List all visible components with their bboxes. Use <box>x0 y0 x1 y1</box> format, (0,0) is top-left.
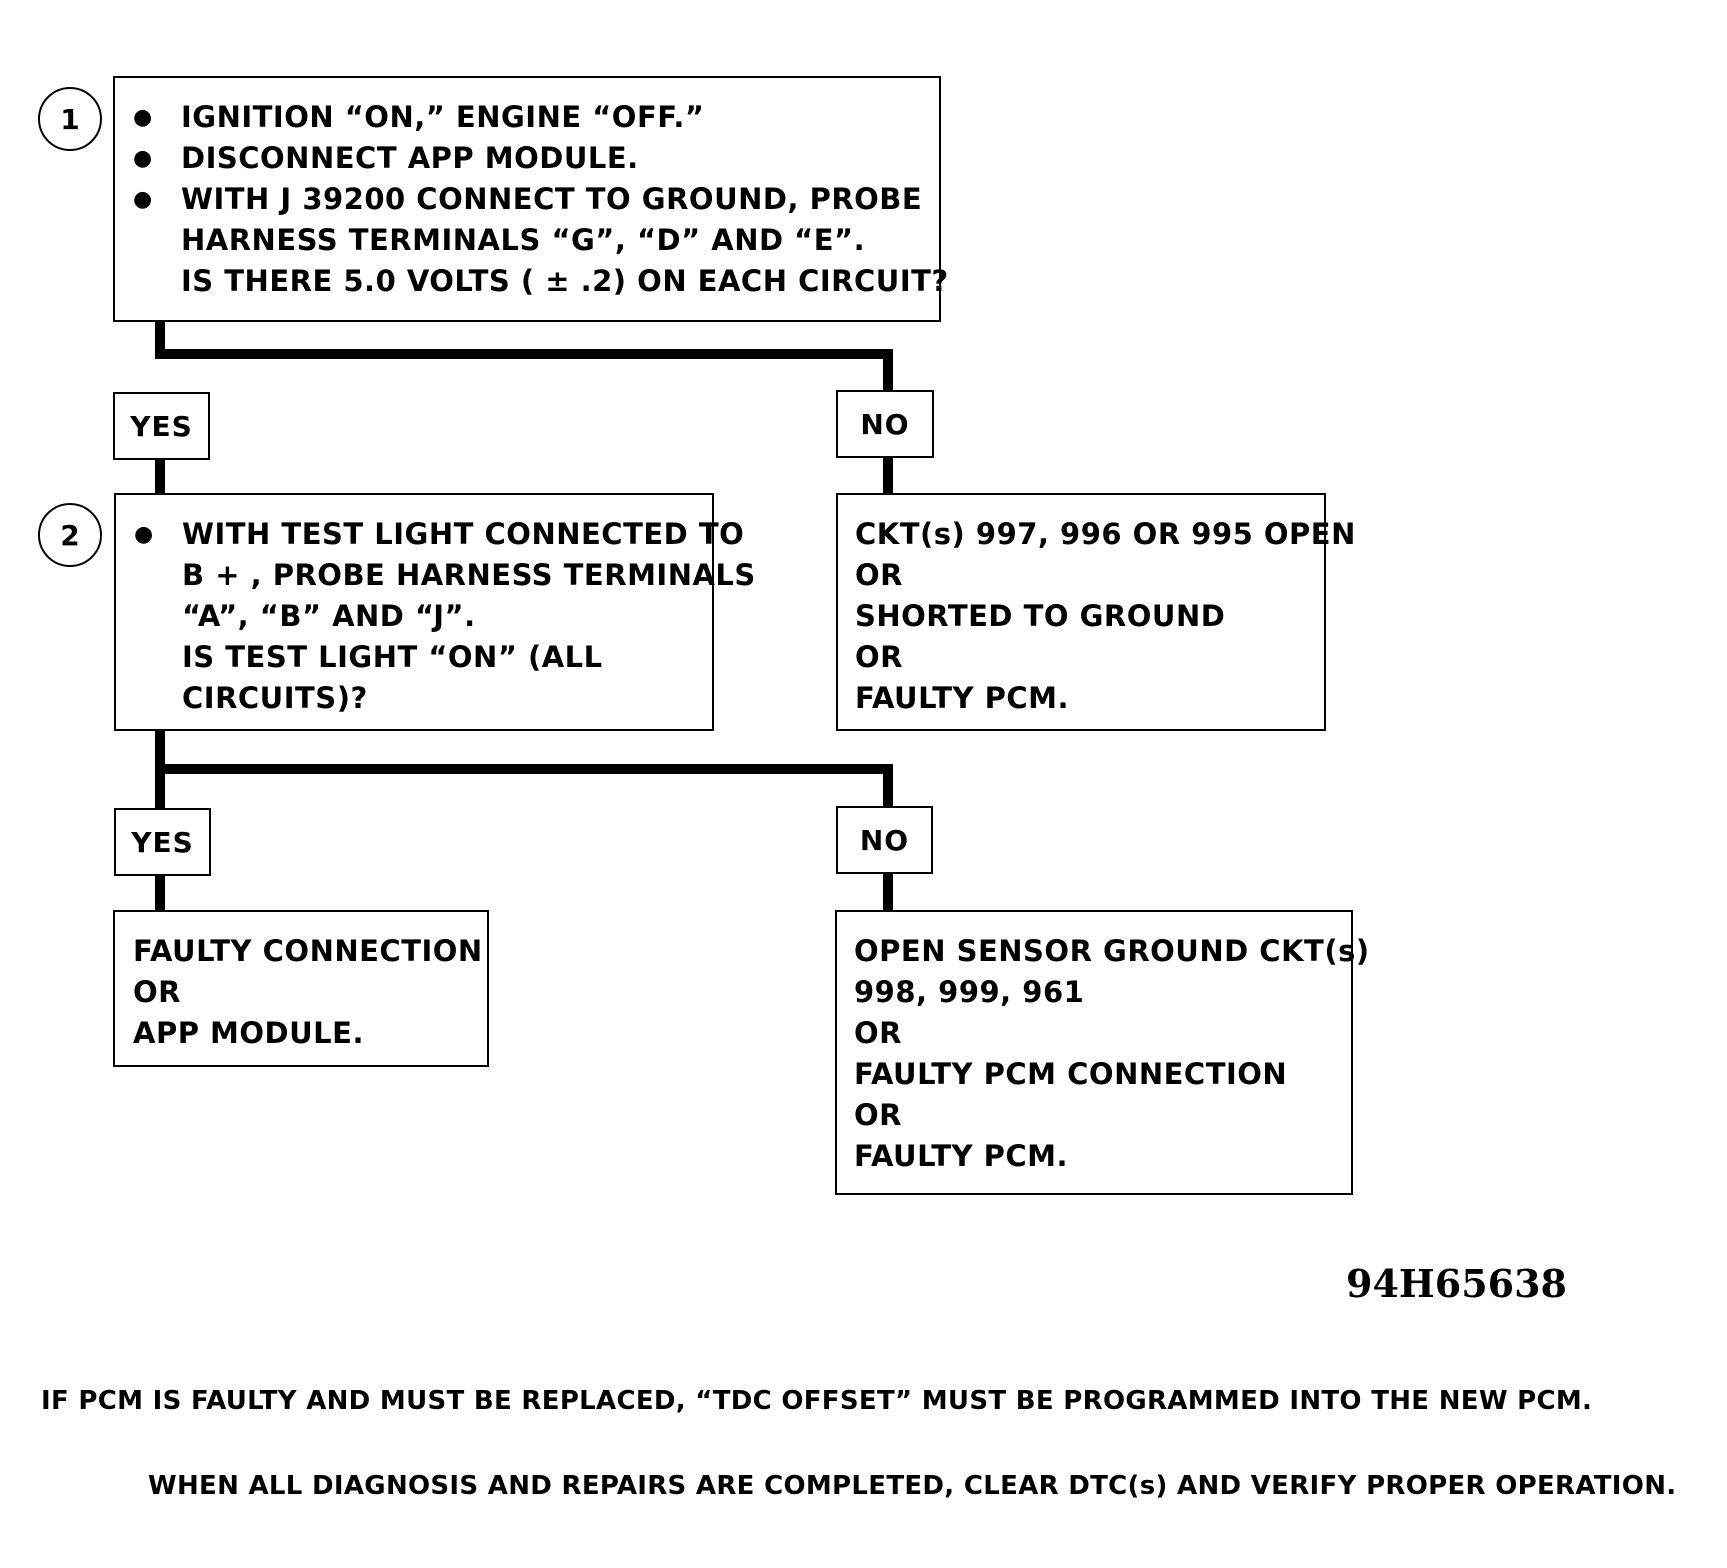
figure-id: 94H65638 <box>1346 1261 1567 1306</box>
instruction-bullet: ● DISCONNECT APP MODULE. <box>133 138 939 179</box>
instruction-bullet: ● WITH J 39200 CONNECT TO GROUND, PROBE HA… <box>133 179 949 302</box>
result-line: 998, 999, 961 <box>854 975 1085 1009</box>
instruction-line: HARNESS TERMINALS “G”, “D” AND “E”. <box>181 223 866 257</box>
step-1-no-text: NO <box>860 407 910 441</box>
step-2-no-label: NO <box>836 806 933 874</box>
step-2-instructions: ● WITH TEST LIGHT CONNECTED TO B + , PROBE… <box>134 514 756 719</box>
bullet-dot-icon: ● <box>134 522 154 547</box>
step-1-no-result-text: CKT(s) 997, 996 OR 995 OPEN OR SHORTED TO … <box>855 514 1356 719</box>
result-line: CKT(s) 997, 996 OR 995 OPEN <box>855 517 1356 551</box>
instruction-line: WITH J 39200 CONNECT TO GROUND, PROBE <box>181 182 923 216</box>
result-line: APP MODULE. <box>133 1016 364 1050</box>
result-line: FAULTY CONNECTION <box>133 934 483 968</box>
instruction-line: IGNITION “ON,” ENGINE “OFF.” <box>181 100 705 134</box>
step-2-yes-result-box: FAULTY CONNECTION OR APP MODULE. <box>113 910 489 1067</box>
connector-step2-no-down <box>883 764 893 808</box>
pcm-replacement-note: IF PCM IS FAULTY AND MUST BE REPLACED, “… <box>41 1386 1593 1416</box>
instruction-bullet: ● IGNITION “ON,” ENGINE “OFF.” <box>133 97 939 138</box>
step-1-yes-label: YES <box>113 392 210 460</box>
result-line: FAULTY PCM CONNECTION <box>854 1057 1288 1091</box>
step-1-instructions: ● IGNITION “ON,” ENGINE “OFF.” ● DISCONNECT… <box>133 97 949 302</box>
connector-no2-to-result <box>883 873 893 911</box>
connector-step1-no-down <box>883 349 893 394</box>
instruction-line: “A”, “B” AND “J”. <box>182 599 476 633</box>
result-line: FAULTY PCM. <box>854 1139 1069 1173</box>
instruction-bullet: ● WITH TEST LIGHT CONNECTED TO B + , PROBE… <box>134 514 756 719</box>
step-2-number: 2 <box>60 518 80 552</box>
step-2-no-text: NO <box>859 823 910 857</box>
step-1-no-label: NO <box>836 390 934 458</box>
step-2-yes-label: YES <box>114 808 211 876</box>
completion-note: WHEN ALL DIAGNOSIS AND REPAIRS ARE COMPL… <box>148 1471 1677 1501</box>
step-1-yes-text: YES <box>130 409 193 443</box>
result-line: SHORTED TO GROUND <box>855 599 1226 633</box>
result-line: OR <box>855 558 903 592</box>
bullet-dot-icon: ● <box>133 146 153 171</box>
connector-no1-to-result <box>883 458 893 495</box>
connector-step1-horizontal <box>155 349 893 359</box>
step-2-number-circle: 2 <box>38 503 102 567</box>
result-line: FAULTY PCM. <box>855 681 1070 715</box>
step-1-box: ● IGNITION “ON,” ENGINE “OFF.” ● DISCONNECT… <box>113 76 949 322</box>
step-2-yes-result-text: FAULTY CONNECTION OR APP MODULE. <box>133 931 487 1054</box>
instruction-line: B + , PROBE HARNESS TERMINALS <box>182 558 756 592</box>
instruction-line: DISCONNECT APP MODULE. <box>181 141 639 175</box>
connector-yes1-to-step2 <box>155 458 165 496</box>
step-1-no-result-box: CKT(s) 997, 996 OR 995 OPEN OR SHORTED TO … <box>836 493 1356 731</box>
result-line: OR <box>854 1098 902 1132</box>
instruction-line: IS TEST LIGHT “ON” (ALL <box>182 640 603 674</box>
step-1-number: 1 <box>60 102 80 136</box>
connector-step2-horizontal <box>155 764 893 774</box>
result-line: OR <box>854 1016 902 1050</box>
step-2-box: ● WITH TEST LIGHT CONNECTED TO B + , PROBE… <box>114 493 756 731</box>
step-2-yes-text: YES <box>131 825 194 859</box>
instruction-line: CIRCUITS)? <box>182 681 368 715</box>
connector-yes2-to-result <box>155 874 165 912</box>
result-line: OR <box>855 640 903 674</box>
step-1-number-circle: 1 <box>38 87 102 151</box>
bullet-dot-icon: ● <box>133 105 153 130</box>
bullet-dot-icon: ● <box>133 187 153 212</box>
result-line: OPEN SENSOR GROUND CKT(s) <box>854 934 1370 968</box>
instruction-line: WITH TEST LIGHT CONNECTED TO <box>182 517 745 551</box>
instruction-line: IS THERE 5.0 VOLTS ( ± .2) ON EACH CIRCU… <box>181 264 949 298</box>
result-line: OR <box>133 975 181 1009</box>
connector-step1-down <box>155 320 165 358</box>
